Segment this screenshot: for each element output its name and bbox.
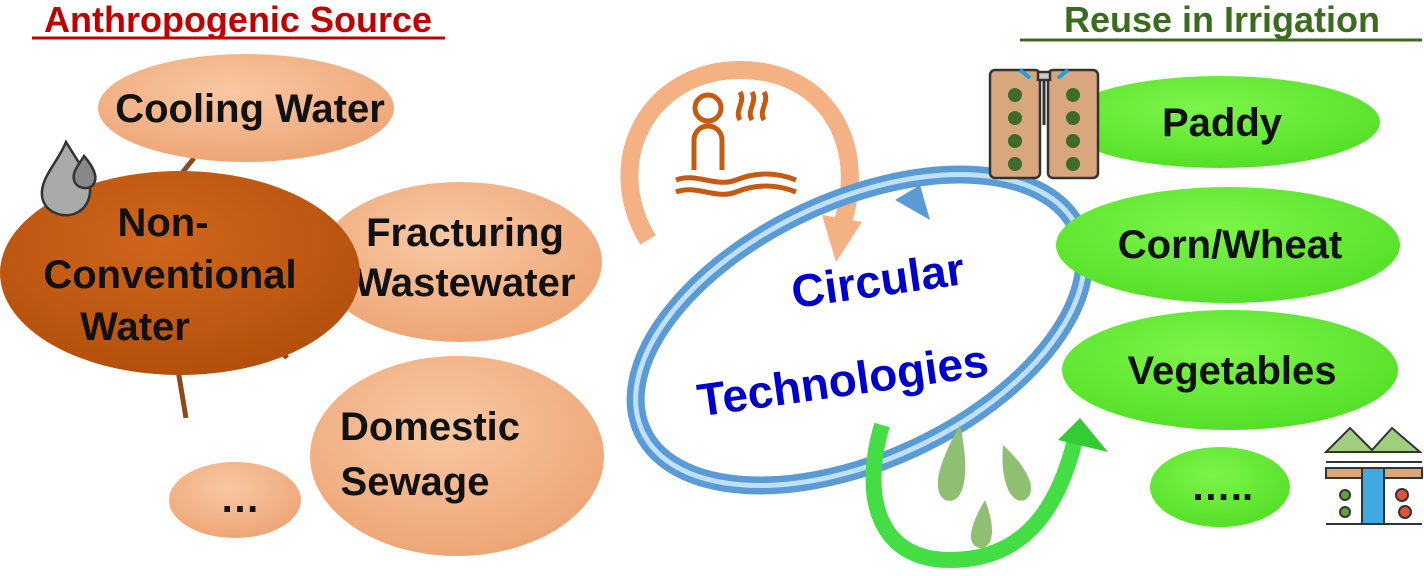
right-title: Reuse in Irrigation bbox=[1064, 0, 1380, 40]
irrigation-channel-icon bbox=[1323, 426, 1423, 525]
source-domestic-label-line2: Sewage bbox=[341, 460, 490, 504]
hub-label-line3: Water bbox=[80, 305, 190, 349]
source-domestic-sewage: Domestic Sewage bbox=[310, 356, 604, 556]
use-vegetables-label: Vegetables bbox=[1127, 349, 1336, 393]
source-fracturing-label-line2: Wastewater bbox=[355, 261, 576, 305]
water-droplets-icon bbox=[937, 425, 1032, 548]
use-more: ….. bbox=[1150, 447, 1290, 527]
source-fracturing-label-line1: Fracturing bbox=[366, 211, 564, 255]
center-line2: Technologies bbox=[694, 334, 991, 426]
source-fracturing-wastewater: Fracturing Wastewater bbox=[318, 182, 602, 342]
use-corn-wheat: Corn/Wheat bbox=[1056, 187, 1400, 303]
use-vegetables: Vegetables bbox=[1062, 310, 1398, 430]
source-more-label: … bbox=[220, 477, 260, 521]
hub-label-line1: Non- bbox=[117, 201, 208, 245]
center-line1: Circular bbox=[788, 242, 967, 318]
source-cooling-water-label: Cooling Water bbox=[115, 87, 385, 131]
source-cooling-water: Cooling Water bbox=[98, 54, 394, 162]
source-domestic-label-line1: Domestic bbox=[340, 405, 520, 449]
use-corn-wheat-label: Corn/Wheat bbox=[1118, 223, 1342, 267]
source-more: … bbox=[169, 462, 301, 538]
use-paddy-label: Paddy bbox=[1162, 101, 1283, 145]
hub-label-line2: Conventional bbox=[43, 253, 296, 297]
use-paddy: Paddy bbox=[1060, 76, 1380, 168]
green-cycle-arrow bbox=[865, 418, 1108, 569]
use-more-label: ….. bbox=[1191, 465, 1253, 509]
water-drops-icon bbox=[40, 139, 97, 217]
hub-non-conventional-water: Non- Conventional Water bbox=[0, 171, 360, 375]
left-title: Anthropogenic Source bbox=[44, 0, 432, 40]
paddy-field-sprinkler-icon bbox=[988, 68, 1100, 180]
orange-cycle-arrow bbox=[620, 60, 862, 262]
hot-water-person-icon bbox=[675, 90, 797, 197]
